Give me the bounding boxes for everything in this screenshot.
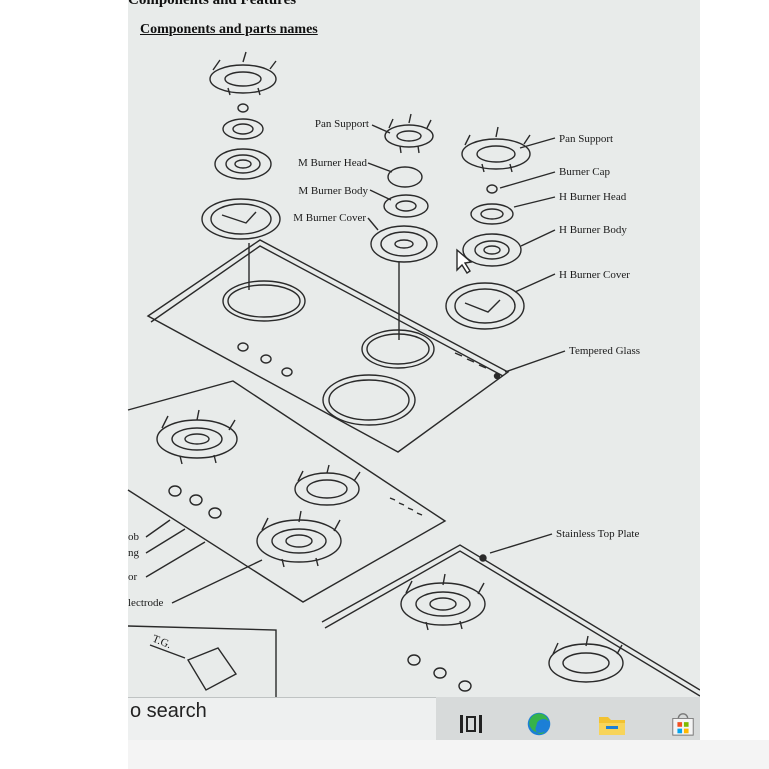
middle-pan-support [384, 113, 434, 154]
label-ring-partial: ng [128, 547, 139, 559]
mouse-cursor-icon [456, 248, 473, 274]
stainless-top-plate-hob [321, 544, 701, 697]
left-burner-cover [201, 198, 281, 240]
label-m-burner-head: M Burner Head [297, 157, 367, 169]
right-burner-body [462, 233, 522, 267]
label-h-burner-head: H Burner Head [559, 191, 627, 203]
label-h-burner-body: H Burner Body [559, 224, 627, 236]
document-title: Components and Features [128, 0, 297, 8]
middle-burner-head [387, 166, 423, 188]
right-burner-cap [486, 184, 498, 194]
label-or-partial: or [128, 571, 138, 583]
monitor-bezel-bottom [128, 740, 769, 769]
label-electrode-partial: lectrode [128, 597, 164, 609]
middle-burner-cover [370, 225, 438, 263]
tempered-glass-plate [146, 239, 510, 453]
edge-icon[interactable] [524, 711, 554, 737]
label-pan-support-left: Pan Support [314, 118, 369, 130]
right-burner-head [470, 203, 514, 225]
document-page [128, 0, 700, 700]
assembled-glass-hob [127, 380, 447, 603]
tg-inset [127, 625, 277, 697]
right-pan-support [461, 126, 531, 173]
left-pan-support [209, 51, 277, 96]
left-burner-head [222, 118, 264, 140]
middle-burner-body [383, 194, 429, 218]
right-burner-cover [445, 282, 525, 330]
label-knob-partial: ob [128, 531, 139, 543]
taskbar-search-box[interactable] [128, 697, 436, 743]
task-view-icon[interactable] [456, 711, 486, 737]
file-explorer-icon[interactable] [597, 711, 627, 737]
document-subtitle: Components and parts names [140, 22, 318, 37]
label-stainless-top-plate: Stainless Top Plate [556, 528, 640, 540]
store-icon[interactable] [668, 711, 698, 737]
label-m-burner-cover: M Burner Cover [293, 212, 366, 224]
left-burner-body [214, 148, 272, 180]
label-burner-cap: Burner Cap [559, 166, 611, 178]
monitor-bezel-right [700, 0, 769, 769]
label-h-burner-cover: H Burner Cover [559, 269, 630, 281]
left-burner-cap [237, 103, 249, 113]
label-pan-support-right: Pan Support [559, 133, 614, 145]
label-tempered-glass: Tempered Glass [569, 345, 641, 357]
label-m-burner-body: M Burner Body [298, 185, 368, 197]
taskbar-search-text: o search [130, 700, 207, 722]
